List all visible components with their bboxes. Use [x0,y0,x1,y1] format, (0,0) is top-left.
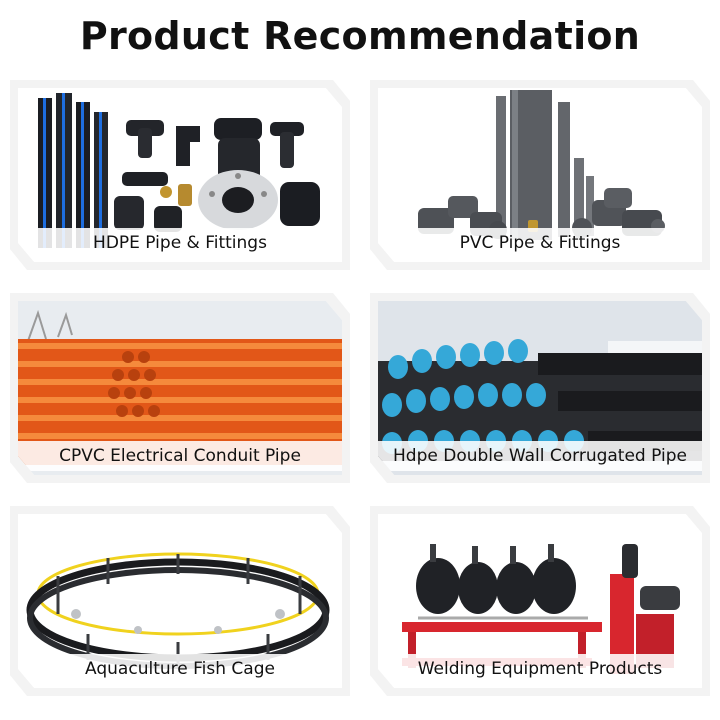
product-card-inner: PVC Pipe & Fittings [378,88,702,262]
product-card-pvc-pipe[interactable]: PVC Pipe & Fittings [370,80,710,270]
product-card-inner: CPVC Electrical Conduit Pipe [18,301,342,475]
product-card-corrugated-pipe[interactable]: Hdpe Double Wall Corrugated Pipe [370,293,710,483]
product-card-inner: Hdpe Double Wall Corrugated Pipe [378,301,702,475]
product-caption: PVC Pipe & Fittings [378,228,702,258]
product-card-cpvc-conduit[interactable]: CPVC Electrical Conduit Pipe [10,293,350,483]
product-caption: HDPE Pipe & Fittings [18,228,342,258]
product-caption: Aquaculture Fish Cage [18,654,342,684]
product-card-inner: HDPE Pipe & Fittings [18,88,342,262]
page-title: Product Recommendation [79,14,641,58]
product-card-inner: Aquaculture Fish Cage [18,514,342,688]
product-card-inner: Welding Equipment Products [378,514,702,688]
product-caption: CPVC Electrical Conduit Pipe [18,441,342,471]
product-caption: Hdpe Double Wall Corrugated Pipe [378,441,702,471]
product-card-hdpe-pipe[interactable]: HDPE Pipe & Fittings [10,80,350,270]
product-card-fish-cage[interactable]: Aquaculture Fish Cage [10,506,350,696]
product-caption: Welding Equipment Products [378,654,702,684]
product-card-welding-equipment[interactable]: Welding Equipment Products [370,506,710,696]
